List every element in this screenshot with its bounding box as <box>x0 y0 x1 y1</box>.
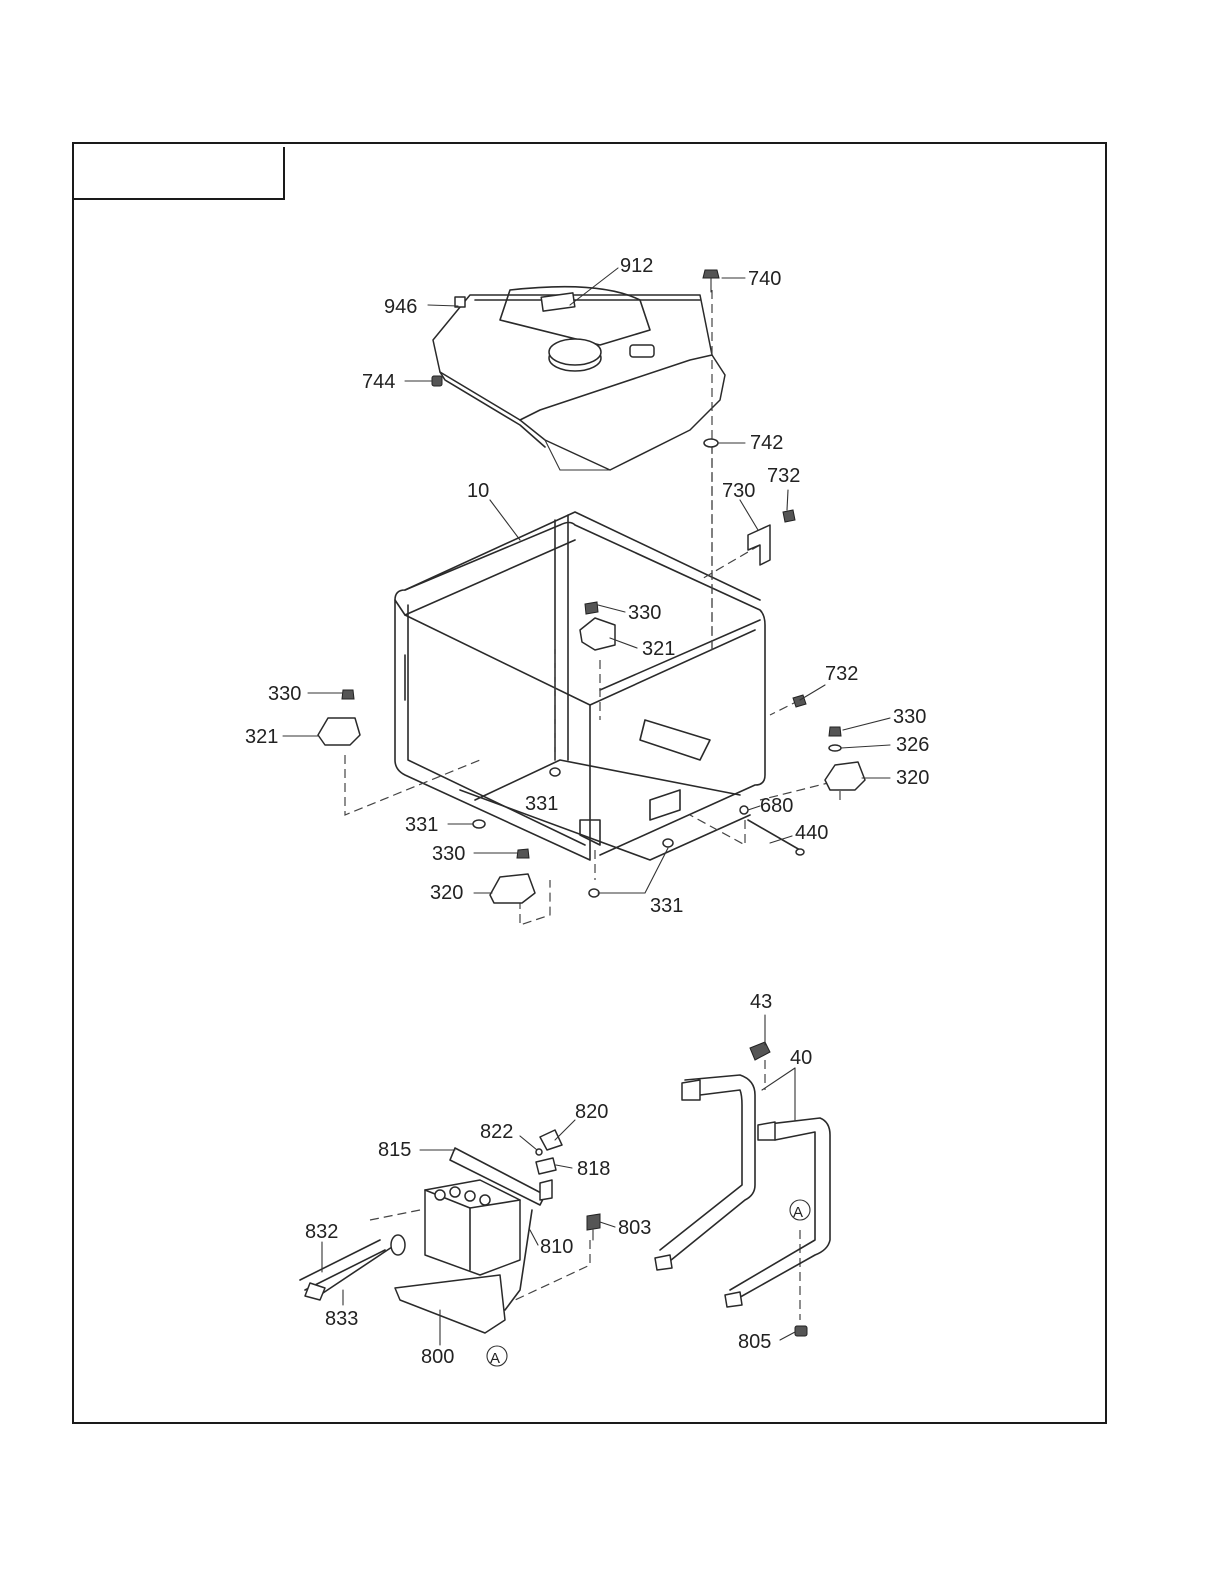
callout-912: 912 <box>620 255 653 277</box>
callout-818: 818 <box>577 1158 610 1180</box>
callout-740: 740 <box>748 268 781 290</box>
callout-330-bottom: 330 <box>432 843 465 865</box>
callout-331-left: 331 <box>405 814 438 836</box>
callout-805: 805 <box>738 1331 771 1353</box>
callout-946: 946 <box>384 296 417 318</box>
ref-mark-a-battery: A <box>490 1350 500 1367</box>
callout-820: 820 <box>575 1101 608 1123</box>
callout-leaders <box>282 267 891 1346</box>
callout-800: 800 <box>421 1346 454 1368</box>
callout-330-right: 330 <box>893 706 926 728</box>
callout-330-center: 330 <box>628 602 661 624</box>
callout-732-right: 732 <box>825 663 858 685</box>
callout-43: 43 <box>750 991 772 1013</box>
callout-326: 326 <box>896 734 929 756</box>
callout-330-left: 330 <box>268 683 301 705</box>
callout-832: 832 <box>305 1221 338 1243</box>
ref-circle-a-battery <box>486 1345 508 1367</box>
handles <box>654 1041 831 1337</box>
battery-assembly <box>299 1129 601 1334</box>
callout-742: 742 <box>750 432 783 454</box>
callout-732-top: 732 <box>767 465 800 487</box>
callout-331-bottom: 331 <box>650 895 683 917</box>
callout-320-bottom: 320 <box>430 882 463 904</box>
callout-810: 810 <box>540 1236 573 1258</box>
ref-circle-a-handle <box>789 1199 811 1221</box>
callout-331-center: 331 <box>525 793 558 815</box>
callout-833: 833 <box>325 1308 358 1330</box>
callout-680: 680 <box>760 795 793 817</box>
callout-320-right: 320 <box>896 767 929 789</box>
callout-321-center: 321 <box>642 638 675 660</box>
callout-744: 744 <box>362 371 395 393</box>
callout-440: 440 <box>795 822 828 844</box>
fuel-tank <box>432 285 726 471</box>
hardware <box>317 269 866 904</box>
callout-822: 822 <box>480 1121 513 1143</box>
callout-321-left: 321 <box>245 726 278 748</box>
main-frame <box>394 511 766 861</box>
ref-mark-a-handle: A <box>793 1204 803 1221</box>
callout-803: 803 <box>618 1217 651 1239</box>
callout-40: 40 <box>790 1047 812 1069</box>
callout-815: 815 <box>378 1139 411 1161</box>
title-box <box>73 147 285 200</box>
callout-730: 730 <box>722 480 755 502</box>
callout-10: 10 <box>467 480 489 502</box>
outer-frame <box>72 142 1107 1424</box>
